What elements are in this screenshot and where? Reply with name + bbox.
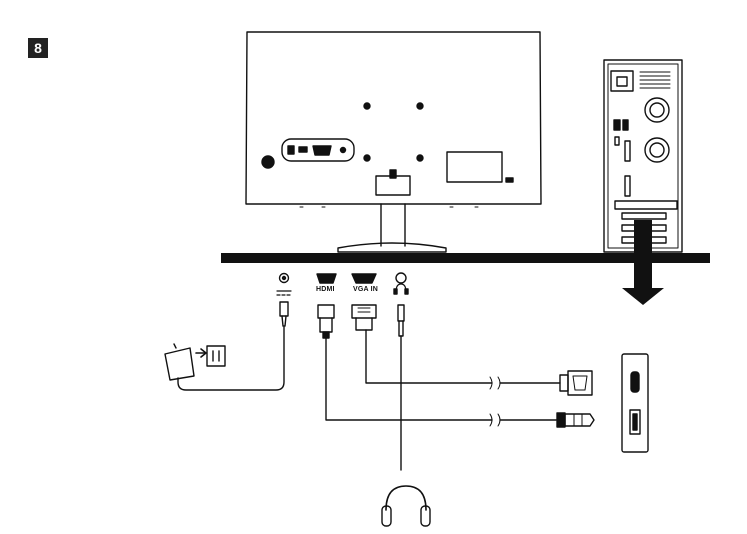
monitor-back (245, 31, 542, 253)
hdmi-port-label: HDMI (316, 286, 335, 293)
hdmi-cable (317, 304, 595, 428)
power-cable (164, 301, 289, 391)
desk-shelf (221, 253, 710, 263)
insert-arrow (622, 220, 664, 305)
pc-port-panel (621, 353, 649, 453)
vga-cable (351, 304, 593, 396)
vga-port-label: VGA IN (353, 286, 379, 293)
step-number-badge: 8 (28, 38, 48, 58)
pc-tower (603, 59, 683, 253)
audio-cable (381, 304, 431, 527)
monitor-port-icons (276, 272, 409, 296)
